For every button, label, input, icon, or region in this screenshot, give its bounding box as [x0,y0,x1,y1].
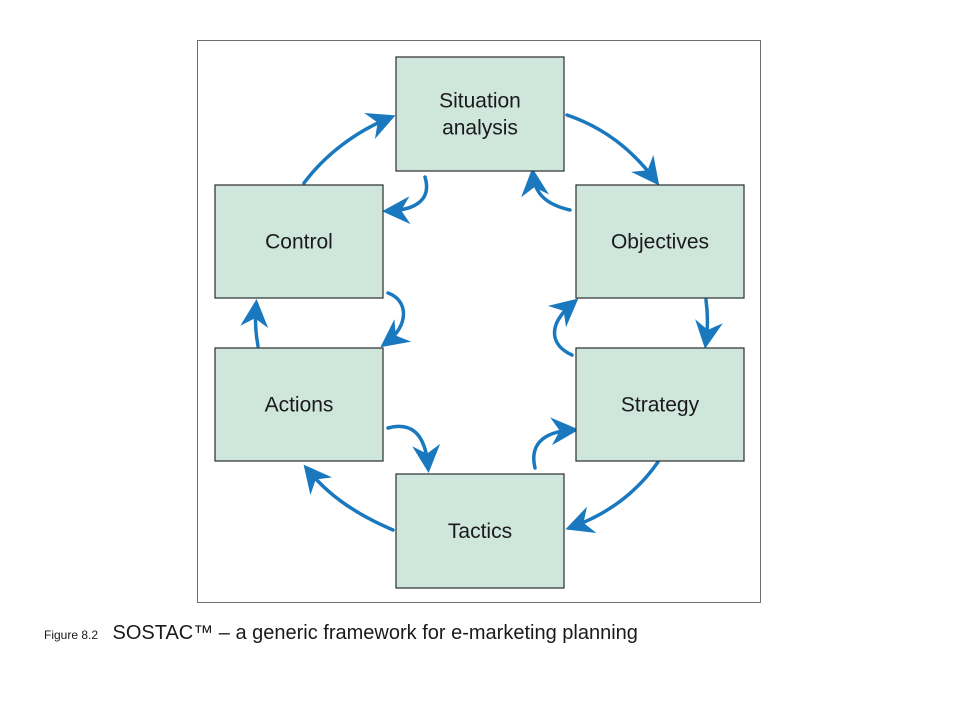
node-control: Control [214,184,384,299]
node-box-control [214,184,384,299]
flow-arrow-control-to-situation [302,113,396,185]
node-label-control-1: Control [265,231,333,254]
figure-number: Figure 8.2 [44,628,99,642]
feedback-arrow-control-to-actions [380,291,412,348]
node-box-actions [214,347,384,462]
feedback-arrow-actions-to-tactics [386,424,441,473]
figure-caption-text: SOSTAC™ – a generic framework for e-mark… [112,622,638,644]
figure-caption: Figure 8.2 SOSTAC™ – a generic framework… [44,622,638,645]
feedback-arrow-objectives-to-situation [521,168,572,212]
node-label-situation-2: analysis [442,117,518,140]
node-objectives: Objectives [575,184,745,299]
feedback-arrow-situation-to-control [382,175,429,225]
node-label-strategy-1: Strategy [621,394,700,417]
node-box-objectives [575,184,745,299]
flow-arrow-actions-to-control [240,299,269,348]
node-actions: Actions [214,347,384,462]
node-strategy: Strategy [575,347,745,462]
feedback-arrow-strategy-to-objectives [547,298,579,357]
nodes-layer: Situation analysisObjectivesStrategyTacti… [214,56,745,589]
flow-arrow-objectives-to-strategy [695,298,723,349]
flow-arrow-tactics-to-actions [303,464,395,532]
node-tactics: Tactics [395,473,565,589]
node-situation: Situation analysis [395,56,565,172]
diagram-frame [197,40,761,603]
flow-arrow-strategy-to-tactics [565,460,660,533]
node-box-tactics [395,473,565,589]
node-label-tactics-1: Tactics [448,520,512,543]
arrows-layer [240,113,723,533]
feedback-arrow-tactics-to-strategy [532,417,579,470]
node-label-situation-1: Situation [439,90,521,113]
node-box-strategy [575,347,745,462]
node-label-actions-1: Actions [265,394,334,417]
node-box-situation [395,56,565,172]
flow-arrow-situation-to-objectives [565,113,660,186]
node-label-objectives-1: Objectives [611,231,709,254]
